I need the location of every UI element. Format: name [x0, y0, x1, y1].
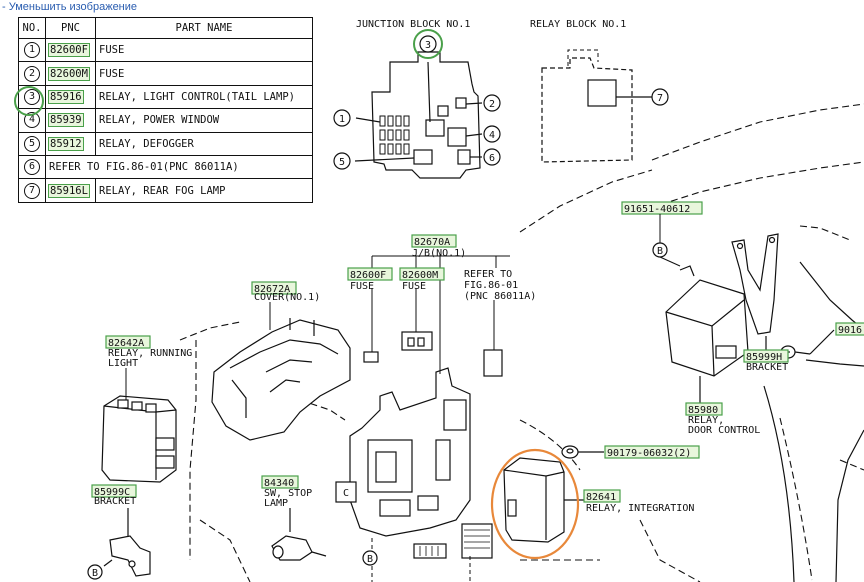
- cover-pnc-label[interactable]: 82672A: [254, 284, 290, 295]
- table-row: 6 REFER TO FIG.86-01(PNC 86011A): [18, 154, 313, 180]
- pnc-labels: 82670A J/B(NO.1) 82600F FUSE 82600M FUSE…: [91, 201, 864, 514]
- relay-block-title: RELAY BLOCK NO.1: [530, 19, 626, 30]
- callout-1: 1: [339, 114, 345, 125]
- callout-2: 2: [489, 99, 495, 110]
- part-name: RELAY, REAR FOG LAMP: [95, 178, 313, 203]
- ref-b-left: B: [92, 568, 98, 579]
- cover-drawing: [211, 318, 351, 441]
- part-name: RELAY, LIGHT CONTROL(TAIL LAMP): [95, 84, 313, 110]
- running-pnc-label[interactable]: 82642A: [108, 338, 144, 349]
- pnc-link[interactable]: 85939: [48, 113, 84, 128]
- row-number: 2: [24, 65, 40, 82]
- row-number: 1: [24, 42, 40, 59]
- integration-name-label: RELAY, INTEGRATION: [586, 503, 694, 514]
- table-row: 2 82600M FUSE: [18, 61, 313, 86]
- stop-name-label-2: LAMP: [264, 498, 288, 509]
- running-name-label-1: RELAY, RUNNING: [108, 348, 192, 359]
- junction-block-inset: JUNCTION BLOCK NO.1: [354, 19, 483, 179]
- junction-block-drawing: C: [335, 367, 493, 559]
- screw-pnc-label[interactable]: 9016: [838, 325, 862, 336]
- jb-pnc-label[interactable]: 82670A: [414, 237, 450, 248]
- highlight-ring-integration: [490, 448, 580, 560]
- clip-drawing: [561, 445, 604, 459]
- pnc-link[interactable]: 85916L: [48, 183, 90, 198]
- stop-name-label-1: SW, STOP: [264, 488, 312, 499]
- left-bracket-drawing: [103, 508, 151, 577]
- part-name: REFER TO FIG.86-01(PNC 86011A): [45, 154, 313, 180]
- row-number: 4: [24, 112, 40, 129]
- shrink-image-link[interactable]: - Уменьшить изображение: [2, 1, 138, 13]
- fuse-f-name-label: FUSE: [350, 281, 374, 292]
- part-name: RELAY, POWER WINDOW: [95, 108, 313, 133]
- door-control-relay-drawing: [665, 279, 749, 404]
- row-number: 7: [24, 182, 40, 199]
- ref-c: C: [343, 488, 349, 499]
- parts-table: NO. PNC PART NAME 1 82600F FUSE 2 82600M…: [18, 17, 313, 203]
- pnc-link[interactable]: 82600M: [48, 66, 90, 81]
- running-light-relay-drawing: [101, 395, 177, 483]
- callout-5: 5: [339, 157, 345, 168]
- bracket-right-name-label: BRACKET: [746, 362, 788, 373]
- table-row: 3 85916 RELAY, LIGHT CONTROL(TAIL LAMP): [18, 84, 313, 110]
- integration-relay-drawing: [503, 457, 584, 543]
- fuse-parts: [363, 331, 503, 377]
- ref-b-center: B: [367, 554, 373, 565]
- screw-drawing: [780, 329, 835, 359]
- bracket-right-pnc-label[interactable]: 85999H: [746, 352, 782, 363]
- door-pnc-label[interactable]: 85980: [688, 405, 718, 416]
- row-number: 6: [24, 159, 40, 176]
- row-number: 3: [24, 88, 40, 105]
- refer-label-2: FIG.86-01: [464, 280, 518, 291]
- header-pnc: PNC: [45, 17, 96, 39]
- stop-pnc-label[interactable]: 84340: [264, 478, 294, 489]
- running-name-label-2: LIGHT: [108, 358, 138, 369]
- body-contour: [763, 261, 864, 582]
- dashboard-outline: [179, 103, 864, 582]
- table-row: 7 85916L RELAY, REAR FOG LAMP: [18, 178, 313, 203]
- fuse-m-pnc-label[interactable]: 82600M: [402, 270, 438, 281]
- integration-pnc-label[interactable]: 82641: [586, 492, 616, 503]
- junction-block-title: JUNCTION BLOCK NO.1: [356, 19, 470, 30]
- door-name-label-2: DOOR CONTROL: [688, 425, 760, 436]
- bracket-left-name-label: BRACKET: [94, 496, 136, 507]
- callout-6: 6: [489, 153, 495, 164]
- clip-pnc-label[interactable]: 90179-06032(2): [607, 448, 691, 459]
- door-name-label-1: RELAY,: [688, 415, 724, 426]
- highlight-ring-callout-3: [413, 29, 443, 59]
- junction-callouts: 1 2 3 4 5 6: [333, 29, 501, 170]
- pnc-link[interactable]: 85912: [48, 136, 84, 151]
- table-header-row: NO. PNC PART NAME: [18, 17, 313, 39]
- stop-lamp-switch-drawing: [271, 508, 327, 561]
- cover-name-label: COVER(NO.1): [254, 292, 320, 303]
- row-number: 5: [24, 135, 40, 152]
- relay-block-inset: RELAY BLOCK NO.1 7: [530, 19, 669, 163]
- bolt-pnc-label[interactable]: 91651-40612: [624, 204, 690, 215]
- ref-b-right: B: [657, 246, 663, 257]
- right-bracket-drawing: [679, 233, 779, 352]
- callout-3: 3: [425, 40, 431, 51]
- bracket-left-pnc-label[interactable]: 85999C: [94, 487, 130, 498]
- fuse-m-name-label: FUSE: [402, 281, 426, 292]
- table-row: 4 85939 RELAY, POWER WINDOW: [18, 108, 313, 133]
- highlight-ring-row-3: [14, 86, 44, 116]
- refer-label-3: (PNC 86011A): [464, 291, 536, 302]
- pnc-link[interactable]: 85916: [48, 89, 84, 104]
- part-name: FUSE: [95, 61, 313, 86]
- jb-name-label: J/B(NO.1): [412, 248, 466, 259]
- callout-4: 4: [489, 130, 495, 141]
- fuse-f-pnc-label[interactable]: 82600F: [350, 270, 386, 281]
- callout-7: 7: [657, 93, 663, 104]
- pnc-link[interactable]: 82600F: [48, 43, 90, 58]
- refer-label-1: REFER TO: [464, 269, 512, 280]
